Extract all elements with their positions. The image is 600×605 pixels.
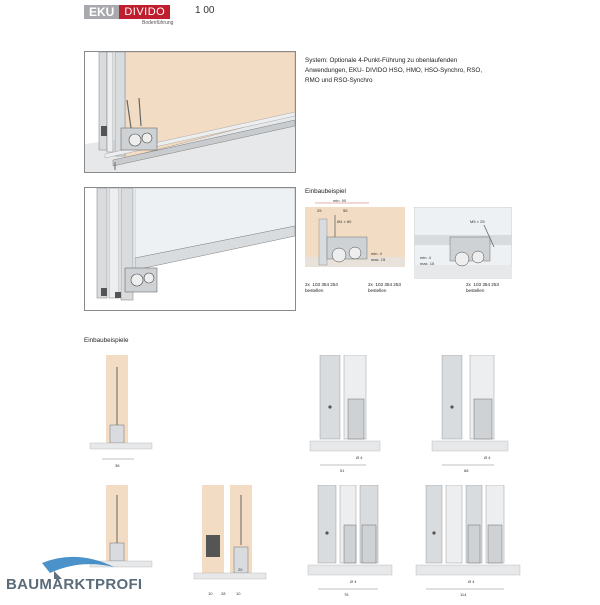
order-part-3: 103 354 253: [473, 282, 499, 287]
dim-a-38: 38: [115, 463, 120, 468]
page-code: 1 00: [195, 5, 215, 16]
einbaubeispiel-drawing-right: M5 × 25 min. 4 max. 15: [413, 206, 513, 280]
dim-e-10b: 10: [236, 591, 241, 596]
example-c-alu-double: 68 Ø 4: [422, 354, 517, 475]
dim-b-51: 51: [340, 468, 345, 473]
order-label-1: 2x 103 354 254 bestellen: [305, 282, 338, 294]
watermark-logo: [2, 551, 172, 597]
example-g-alu-quad: 114 Ø 4: [410, 484, 530, 600]
dim-g-114: 114: [460, 592, 467, 597]
dim-b-phi: Ø 4: [356, 455, 363, 460]
dim-55: 55: [343, 208, 348, 213]
illustration-panel-2: [84, 187, 296, 311]
einbaubeispiel-drawing-left: min. 90 25 55 Ø4 × 60 min. 4 max. 15: [305, 197, 407, 277]
dim-f-76: 76: [344, 592, 349, 597]
installation-drawing-right: M5 × 25 min. 4 max. 15: [413, 206, 513, 280]
order-label-3: 2x 103 354 253 bestellen: [466, 282, 499, 294]
drawing-a: 38: [89, 355, 153, 468]
illustration-panel-1: [84, 51, 296, 173]
dim-max-15-left: max. 15: [371, 257, 386, 262]
example-a-wood-single: 38: [84, 355, 159, 475]
system-line-3: RMO und RSO-Synchro: [305, 77, 373, 84]
dim-min-90: min. 90: [333, 198, 347, 203]
order-qty-2: 2x: [368, 282, 373, 287]
example-f-alu-triple: 76 Ø 4: [300, 484, 400, 600]
example-e-wood-double: 10 28 10 20: [188, 485, 273, 600]
drawing-g: 114 Ø 4: [415, 484, 521, 597]
einbaubeispiele-heading: Einbaubeispiele: [84, 337, 129, 344]
example-d-wood-single: [84, 485, 159, 585]
order-bestellen-2: bestellen: [368, 288, 387, 293]
dim-c-68: 68: [464, 468, 469, 473]
brand-subtitle: Bodenführung: [142, 20, 174, 26]
dim-min-4-left: min. 4: [371, 251, 383, 256]
brand-divido: DIVIDO: [119, 5, 171, 19]
dim-c-phi: Ø 4: [484, 455, 491, 460]
drawing-f: 76 Ø 4: [307, 484, 393, 597]
order-part-1: 103 354 254: [312, 282, 338, 287]
order-bestellen-3: bestellen: [466, 288, 485, 293]
dim-max-15-right: max. 15: [420, 261, 435, 266]
dim-e-28: 28: [221, 591, 226, 596]
drawing-e: 10 28 10 20: [193, 485, 267, 596]
order-bestellen-1: bestellen: [305, 288, 324, 293]
brand-eku: EKU: [84, 5, 120, 19]
order-qty-3: 2x: [466, 282, 471, 287]
installation-drawing-left: min. 90 25 55 Ø4 × 60 min. 4 max. 15: [305, 198, 405, 267]
dim-25: 25: [317, 208, 322, 213]
glass-door-illustration: [85, 188, 295, 310]
dim-phi-4x60: Ø4 × 60: [337, 219, 352, 224]
watermark-text: BAUMARKTPROFI: [6, 576, 143, 593]
drawing-d: [89, 485, 153, 568]
dim-g-phi: Ø 4: [468, 579, 475, 584]
brand-logo: EKU DIVIDO: [84, 5, 171, 19]
einbaubeispiel-heading: Einbaubeispiel: [305, 188, 346, 195]
system-line-1: System: Optionale 4-Punkt-Führung zu obe…: [305, 57, 458, 64]
drawing-c: 68 Ø 4: [431, 354, 509, 473]
watermark-swoosh-icon: [42, 556, 114, 579]
order-label-2: 2x 103 354 253 bestellen: [368, 282, 401, 294]
dim-e-20: 20: [238, 567, 243, 572]
dim-m5x25: M5 × 25: [470, 219, 485, 224]
order-part-2: 103 354 253: [375, 282, 401, 287]
example-b-alu-double: 51 Ø 4: [300, 354, 390, 475]
order-qty-1: 2x: [305, 282, 310, 287]
system-description: System: Optionale 4-Punkt-Führung zu obe…: [305, 56, 515, 86]
dim-f-phi: Ø 4: [350, 579, 357, 584]
door-perspective-illustration: [85, 52, 295, 172]
dim-min-4-right: min. 4: [420, 255, 432, 260]
dim-e-10a: 10: [208, 591, 213, 596]
system-line-2: Anwendungen, EKU- DIVIDO HSO, HMO, HSO-S…: [305, 67, 483, 74]
drawing-b: 51 Ø 4: [309, 354, 381, 473]
